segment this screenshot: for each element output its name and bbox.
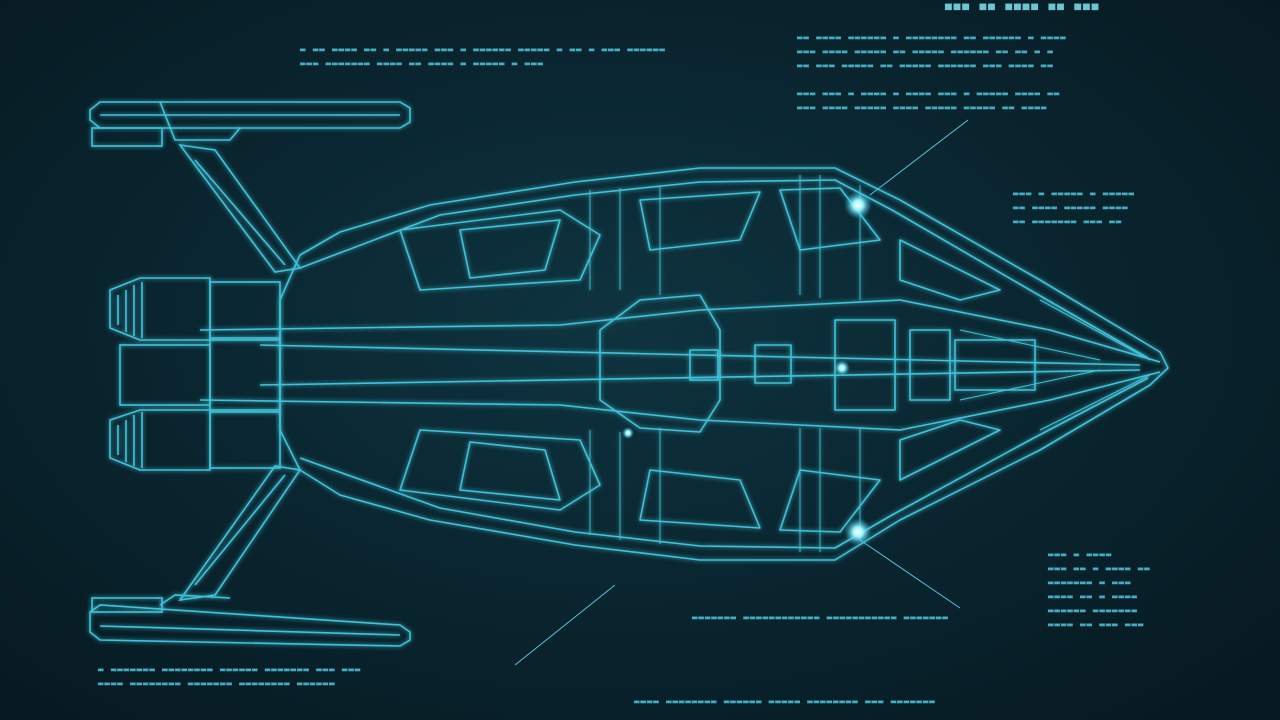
spec-text-top-left: ▂ ▂▂ ▂▂▂▂ ▂▂ ▂ ▂▂▂▂▂ ▂▂▂ ▂ ▂▂▂▂▂▂ ▂▂▂▂▂ … <box>300 42 666 66</box>
spec-text-bottom-mid: ▂▂▂▂▂▂▂ ▂▂▂▂▂▂▂▂▂▂▂▂ ▂▂▂▂▂▂▂▂▂▂▂ ▂▂▂▂▂▂▂ <box>692 610 949 620</box>
ship-hull <box>199 167 1169 561</box>
blueprint-title-text: ▀▀▀ ▀▀ ▀▀▀▀ ▀▀ ▀▀▀ <box>945 4 1101 17</box>
spec-text-lower-right: ▂▂▂ ▂ ▂▂▂▂ ▂▂▂ ▂▂ ▂ ▂▂▂▂ ▂▂ ▂▂▂▂▂▂▂ ▂ ▂▂… <box>1048 547 1151 627</box>
engines <box>109 277 281 471</box>
spec-text-bottom-left: ▂ ▂▂▂▂▂▂▂ ▂▂▂▂▂▂▂▂ ▂▂▂▂▂▂ ▂▂▂▂▂▂▂ ▂▂▂ ▂▂… <box>98 662 362 686</box>
glow-node-icon <box>622 191 872 546</box>
spec-text-mid-right: ▂▂▂ ▂ ▂▂▂▂▂ ▂ ▂▂▂▂▂ ▂▂ ▂▂▂▂ ▂▂▂▂▂ ▂▂▂▂ ▂… <box>1013 186 1135 224</box>
spec-text-top-right: ▂▂ ▂▂▂▂ ▂▂▂▂▂▂ ▂ ▂▂▂▂▂▂▂▂ ▂▂ ▂▂▂▂▂▂ ▂ ▂▂… <box>797 30 1067 110</box>
spec-text-bottom: ▂▂▂▂ ▂▂▂▂▂▂▂▂ ▂▂▂▂▂▂ ▂▂▂▂▂ ▂▂▂▂▂▂▂▂ ▂▂▂ … <box>634 694 936 704</box>
nacelle-pylons <box>89 101 411 647</box>
callout-leader-line <box>514 119 969 666</box>
